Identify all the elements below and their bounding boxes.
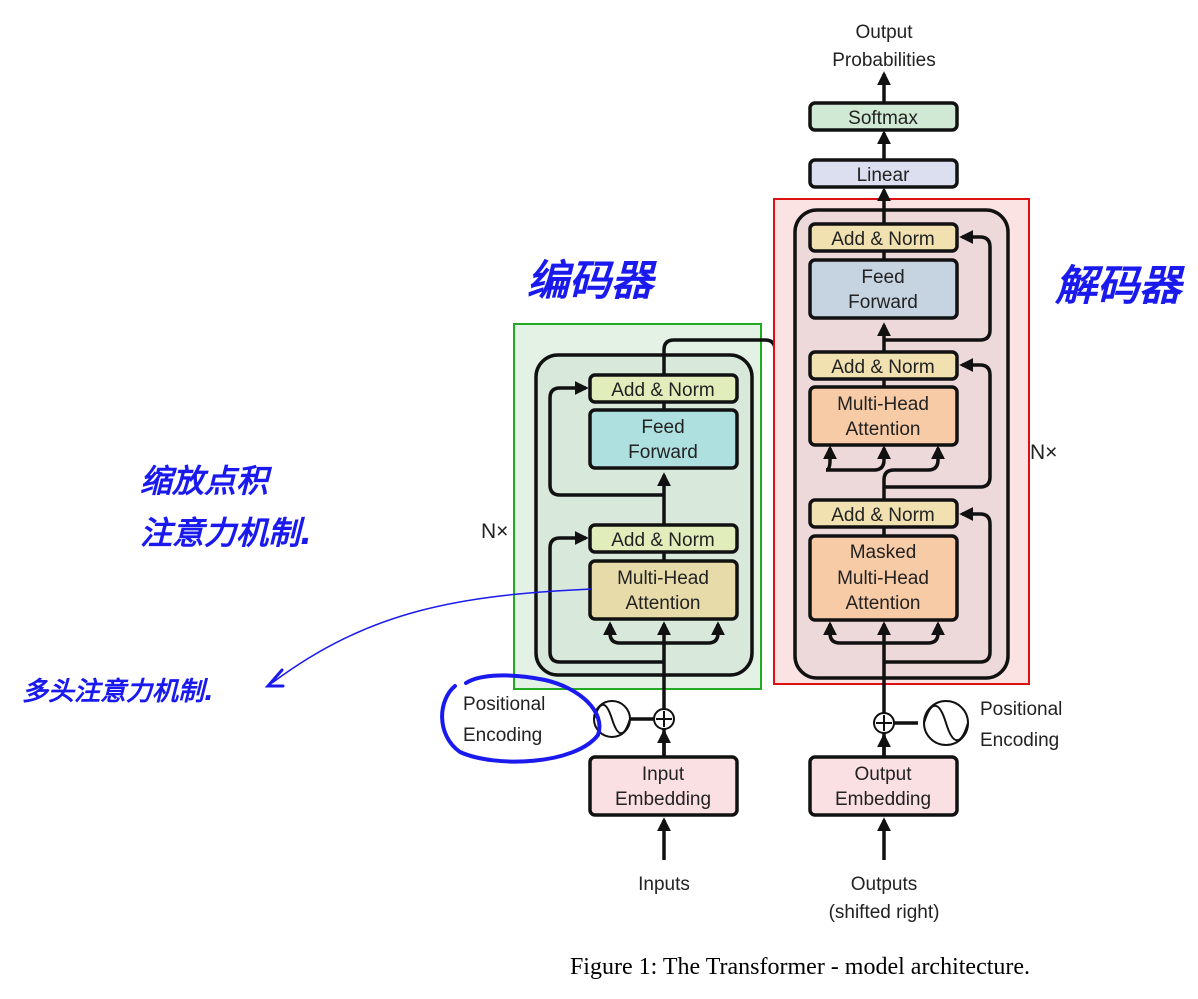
encoder-multi-head-attention (588, 559, 739, 621)
decoder-masked-attention (808, 534, 959, 622)
annotation-arrow (271, 588, 593, 684)
decoder-masked-split-left (823, 621, 884, 645)
encoder-add-norm-bottom (588, 523, 739, 554)
decoder-norm-to-cross (882, 445, 945, 500)
encoder-add-norm-top-label: Add & Norm (611, 380, 714, 401)
positional-encoding-circle-annotation (440, 673, 602, 764)
encoder-feed-forward (588, 408, 739, 470)
scaled-dot-note-line2: 注意力机制. (140, 514, 312, 552)
encoder-feed-forward-label-1: Feed (641, 417, 684, 438)
decoder-masked-split-right (884, 621, 945, 645)
inputs-label: Inputs (638, 874, 690, 895)
decoder-positional-label-2: Encoding (980, 730, 1059, 751)
decoder-residual-ff (884, 230, 992, 342)
decoder-masked-label-1: Masked (850, 542, 917, 563)
input-embedding-label-1: Input (642, 764, 685, 785)
output-embedding-label-2: Embedding (835, 789, 931, 810)
output-probabilities-label-2: Probabilities (832, 50, 936, 71)
encoder-sine-wave (593, 703, 631, 735)
decoder-feed-forward-label-2: Forward (848, 292, 918, 313)
encoder-attention-label-2: Attention (626, 593, 701, 614)
scaled-dot-note-line1: 缩放点积 (140, 462, 273, 500)
encoder-repeat-label: N× (481, 520, 508, 543)
decoder-cross-attention (808, 385, 959, 447)
decoder-repeat-label: N× (1030, 441, 1057, 464)
encoder-handwritten-note: 编码器 (527, 256, 657, 305)
annotation-arrowhead-icon (264, 668, 285, 688)
decoder-add-norm-bottom (808, 498, 959, 529)
decoder-residual-masked (884, 507, 992, 664)
encoder-residual-attn (548, 531, 664, 664)
decoder-residual-cross (884, 358, 992, 489)
encoder-add-norm-bottom-label: Add & Norm (611, 530, 714, 551)
multi-head-note: 多头注意力机制. (22, 677, 214, 707)
outputs-label-1: Outputs (851, 874, 918, 895)
decoder-add-norm-middle-label: Add & Norm (831, 357, 934, 378)
encoder-positional-label-2: Encoding (463, 725, 542, 746)
decoder-feed-forward-label-1: Feed (861, 267, 904, 288)
decoder-cross-attention-label-1: Multi-Head (837, 394, 929, 415)
encoder-qkv-split (603, 621, 664, 645)
encoder-positional-label-1: Positional (463, 694, 545, 715)
figure-caption: Figure 1: The Transformer - model archit… (570, 954, 1030, 980)
encoder-qkv-split-right (664, 621, 725, 645)
decoder-sine-wave (923, 704, 969, 742)
decoder-add-norm-middle (808, 350, 959, 381)
decoder-handwritten-note: 解码器 (1054, 261, 1185, 310)
encoder-attention-label-1: Multi-Head (617, 568, 709, 589)
decoder-feed-forward (808, 258, 959, 320)
softmax-label: Softmax (848, 108, 918, 129)
decoder-add-norm-bottom-label: Add & Norm (831, 505, 934, 526)
output-probabilities-label-1: Output (855, 22, 913, 43)
output-embedding-label-1: Output (854, 764, 912, 785)
encoder-plus-glyph (656, 711, 672, 727)
outputs-label-2: (shifted right) (829, 902, 940, 923)
encoder-add-norm-top (588, 373, 739, 404)
linear-label: Linear (857, 165, 910, 186)
decoder-add-norm-top (808, 222, 959, 253)
encoder-feed-forward-label-2: Forward (628, 442, 698, 463)
input-embedding-label-2: Embedding (615, 789, 711, 810)
decoder-add-norm-top-label: Add & Norm (831, 229, 934, 250)
decoder-masked-label-2: Multi-Head (837, 568, 929, 589)
encoder-residual-ff (548, 381, 664, 497)
decoder-masked-label-3: Attention (846, 593, 921, 614)
decoder-positional-label-1: Positional (980, 699, 1062, 720)
decoder-cross-attention-label-2: Attention (846, 419, 921, 440)
encoder-kv-to-cross-mid (873, 445, 891, 472)
decoder-plus-glyph (876, 715, 892, 731)
